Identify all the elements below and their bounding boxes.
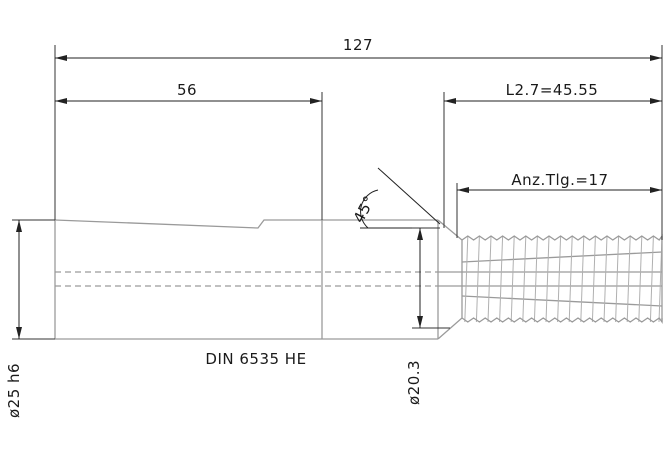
thread-flank bbox=[487, 235, 492, 323]
dimension-core-diameter bbox=[412, 227, 450, 329]
thread-crest-top bbox=[461, 233, 663, 241]
thread-flank bbox=[475, 235, 480, 323]
dimension-thread-length bbox=[443, 92, 662, 228]
dimension-thread-count bbox=[456, 183, 662, 238]
core-diameter-label: ø20.3 bbox=[405, 360, 423, 405]
shank-length-label: 56 bbox=[177, 81, 197, 99]
dimension-shank-diameter bbox=[12, 219, 55, 340]
chamfer-angle-label: 45° bbox=[350, 193, 379, 226]
thread-flank bbox=[522, 235, 527, 323]
thread-flank bbox=[557, 235, 562, 323]
thread-flank bbox=[638, 235, 643, 323]
overall-length-label: 127 bbox=[343, 36, 373, 54]
thread-flank bbox=[499, 235, 504, 323]
thread-flank bbox=[580, 235, 585, 323]
dimension-shank-length bbox=[55, 92, 323, 220]
thread-flank bbox=[591, 235, 596, 323]
thread-flank bbox=[464, 235, 469, 323]
thread-flank bbox=[626, 235, 631, 323]
standard-label: DIN 6535 HE bbox=[205, 350, 306, 368]
thread-count-label: Anz.Tlg.=17 bbox=[511, 171, 608, 189]
thread-profile bbox=[461, 233, 663, 325]
shank-diameter-label: ø25 h6 bbox=[5, 363, 23, 418]
thread-flank bbox=[649, 235, 654, 323]
tool-outline bbox=[54, 219, 663, 340]
thread-flank bbox=[545, 235, 550, 323]
thread-length-label: L2.7=45.55 bbox=[506, 81, 599, 99]
thread-flank bbox=[603, 235, 608, 323]
thread-flank bbox=[568, 235, 573, 323]
thread-flank bbox=[615, 235, 620, 323]
dimension-overall-length bbox=[54, 45, 663, 240]
thread-flank bbox=[533, 235, 538, 323]
thread-crest-bottom bbox=[461, 317, 663, 325]
thread-flank bbox=[510, 235, 515, 323]
